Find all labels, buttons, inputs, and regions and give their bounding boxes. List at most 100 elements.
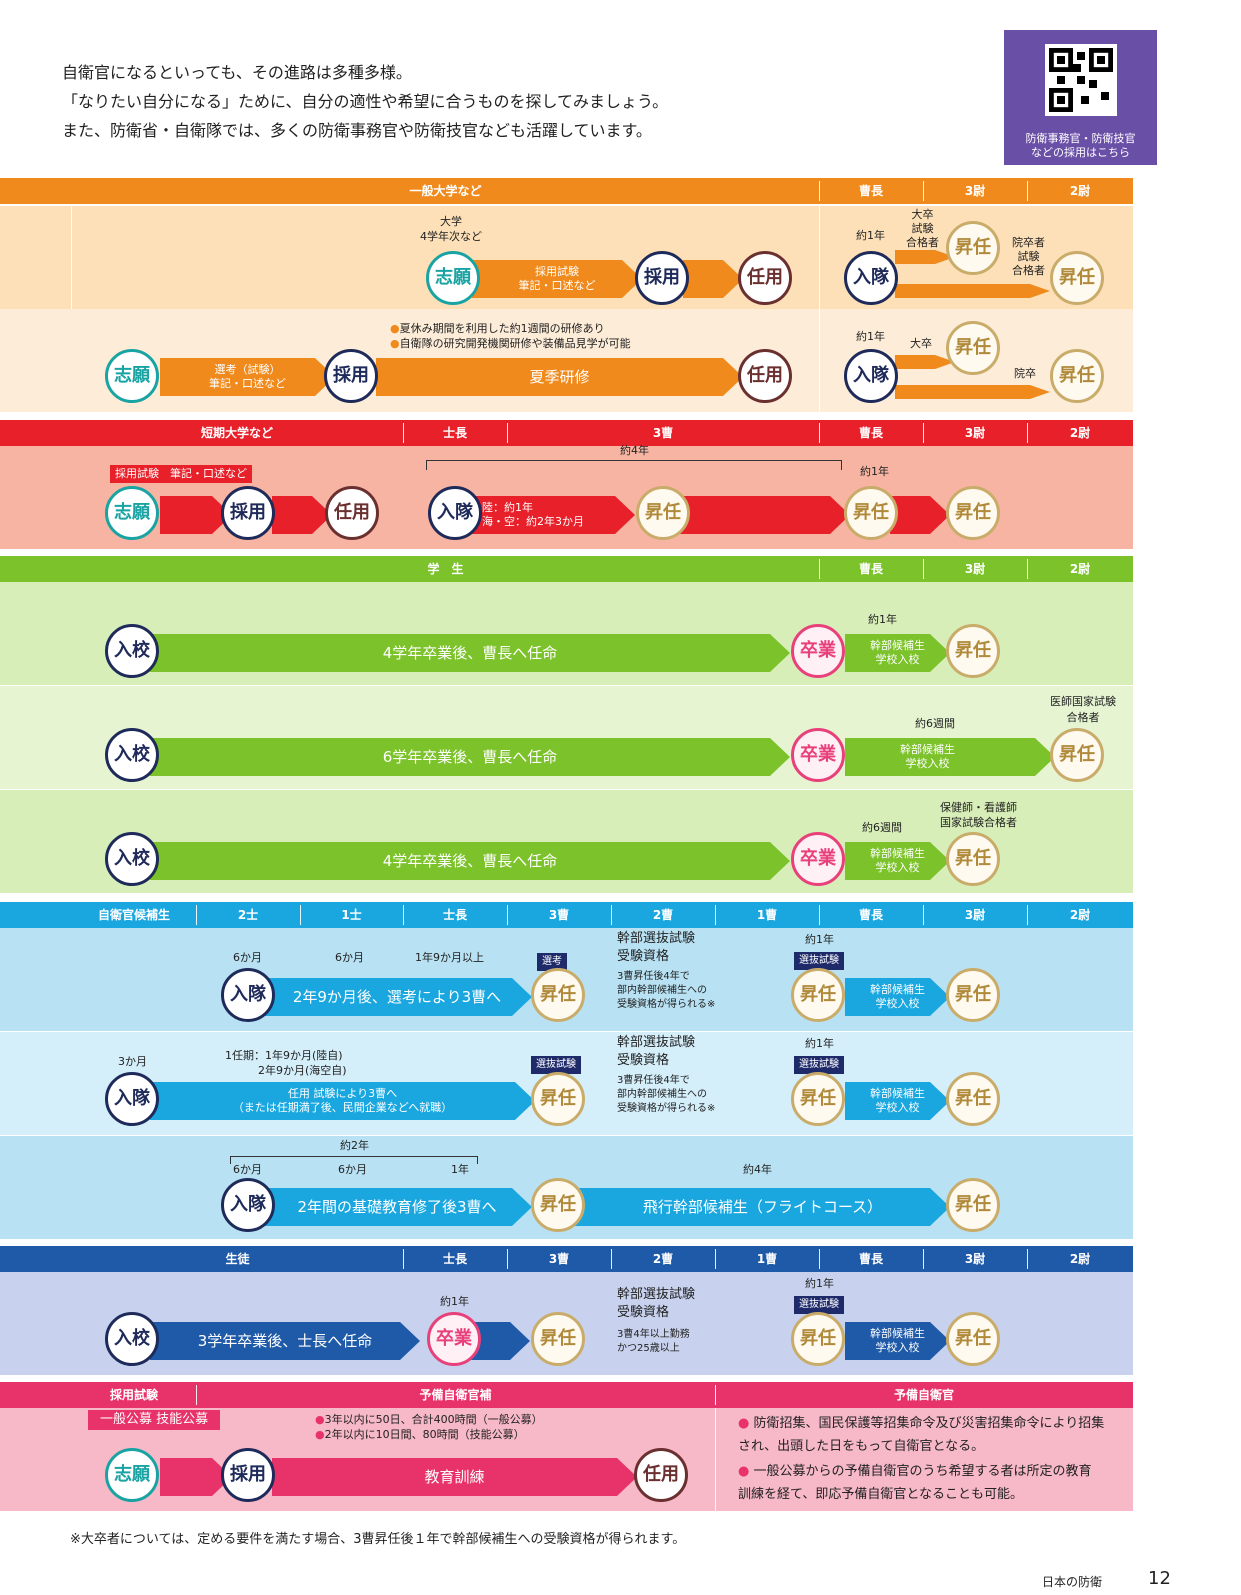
nyuko-circle: 入校 [105, 728, 159, 782]
col-socho: 曹長 [858, 184, 883, 198]
section1-header: 一般大学など 曹長 3尉 2尉 [0, 178, 1133, 204]
col-2shi: 2士 [237, 908, 259, 922]
wk-label: 約6週間 [915, 717, 955, 730]
shonin-circle: 昇任 [946, 221, 1000, 275]
shigan-circle: 志願 [105, 1448, 159, 1502]
note-2: ● 一般公募からの予備自衛官のうち希望する者は所定の教育 訓練を経て、即応予備自… [738, 1464, 1092, 1502]
s4-row1: 6か月 6か月 1年9か月以上 2年9か月後、選考により3曹へ 入隊 選考 昇任… [0, 928, 1133, 1031]
bullet-2: ●自衛隊の研究開発機関研修や装備品見学が可能 [390, 337, 631, 350]
main-arrow: 6学年卒業後、曹長へ任命 [150, 738, 790, 776]
shonin-circle: 昇任 [946, 1178, 1000, 1232]
main-arrow: 3学年卒業後、士長へ任命 [150, 1322, 420, 1360]
shonin-circle: 昇任 [946, 968, 1000, 1022]
s4-row2: 3か月 1任期：1年9か月(陸自) 2年9か月(海空自) 任用 試験により3曹へ… [0, 1032, 1133, 1135]
exam-arrow: 採用試験 筆記・口述など [472, 260, 642, 298]
senko-tag: 選考 [537, 953, 567, 971]
s6-row: 一般公募 技能公募 教育訓練 志願 採用 任用 ●3年以内に50日、合計400時… [0, 1408, 1133, 1511]
kanbu-arrow: 幹部候補生 学校入校 [845, 978, 950, 1016]
intro-text: 自衛官になるといっても、その進路は多種多様。 「なりたい自分になる」ために、自分… [62, 58, 668, 145]
col-seito: 生徒 [225, 1252, 250, 1266]
rikukai-arrow: 陸：約1年 海・空：約2年3か月 [470, 496, 635, 534]
main-arrow: 4学年卒業後、曹長へ任命 [150, 842, 790, 880]
exam-tag: 採用試験 筆記・口述など [110, 465, 252, 483]
m6b: 6か月 [338, 1163, 367, 1176]
arrow-insotsu [895, 284, 1050, 298]
kanbu-desc: 3曹昇任後4年で 部内幹部候補生への 受験資格が得られる※ [617, 971, 716, 1010]
col-1shi: 1士 [341, 908, 362, 922]
section6-header: 採用試験 予備自衛官補 予備自衛官 [0, 1382, 1133, 1408]
page-number: 12 [1148, 1568, 1171, 1589]
shonin-circle: 昇任 [1050, 251, 1104, 305]
nyutai-circle: 入隊 [105, 1072, 159, 1126]
kanbu-arrow: 幹部候補生 学校入校 [845, 738, 1055, 776]
main-arrow: 2年間の基礎教育修了後3曹へ [262, 1188, 532, 1226]
shonin-circle: 昇任 [1050, 349, 1104, 403]
b1: ●3年以内に50日、合計400時間（一般公募） [315, 1413, 543, 1426]
arrow-daisotsu [895, 355, 955, 369]
col-shicho: 士長 [442, 908, 467, 922]
s1-row2: ●夏休み期間を利用した約1週間の研修あり ●自衛隊の研究開発機関研修や装備品見学… [0, 309, 1133, 412]
kanbu-desc: 3曹4年以上勤務 かつ25歳以上 [617, 1329, 690, 1354]
shonin-circle: 昇任 [531, 1072, 585, 1126]
shigan-circle: 志願 [105, 349, 159, 403]
m3: 3か月 [118, 1055, 147, 1068]
yr4: 約4年 [743, 1163, 772, 1176]
shonin-circle: 昇任 [946, 486, 1000, 540]
section2-header: 短期大学など 士長 3曹 曹長 3尉 2尉 [0, 420, 1133, 446]
col-yobiho: 予備自衛官補 [419, 1388, 492, 1402]
ninyo-circle: 任用 [738, 251, 792, 305]
arrow [272, 496, 332, 534]
sotsugyo-circle: 卒業 [427, 1312, 481, 1366]
section3-title: 学 生 [427, 562, 464, 576]
footnote: ※大卒者については、定める要件を満たす場合、3曹昇任後１年で幹部候補生への受験資… [70, 1532, 686, 1547]
nyutai-circle: 入隊 [221, 1178, 275, 1232]
boshu-tag: 一般公募 技能公募 [88, 1410, 221, 1430]
main-arrow: 2年9か月後、選考により3曹へ [262, 978, 532, 1016]
qr-caption-2: などの採用はこちら [1031, 146, 1130, 159]
qr-box[interactable]: 防衛事務官・防衛技官 などの採用はこちら [1004, 30, 1157, 165]
col-3i: 3尉 [964, 1252, 986, 1266]
col-kohosei: 自衛官候補生 [97, 908, 170, 922]
univ-label: 大学 4学年次など [420, 215, 482, 243]
col-3so: 3曹 [548, 1252, 570, 1266]
shonin-circle: 昇任 [791, 1072, 845, 1126]
col-2so: 2曹 [652, 908, 674, 922]
footer-brand: 日本の防衛 [1042, 1575, 1103, 1589]
s3-row1: 4学年卒業後、曹長へ任命 幹部候補生 学校入校 入校 卒業 約1年 昇任 [0, 582, 1133, 685]
shonin-circle: 昇任 [791, 1312, 845, 1366]
col-shicho: 士長 [442, 1252, 467, 1266]
yr1-label: 約1年 [860, 465, 889, 478]
shonin-circle: 昇任 [531, 1178, 585, 1232]
col-socho: 曹長 [858, 1252, 883, 1266]
nyuko-circle: 入校 [105, 832, 159, 886]
nyuko-circle: 入校 [105, 1312, 159, 1366]
shonin-circle: 昇任 [531, 1312, 585, 1366]
col-socho: 曹長 [858, 562, 883, 576]
yr4-label: 約4年 [620, 444, 649, 457]
yr1: 約1年 [440, 1295, 469, 1308]
kanbu-arrow: 幹部候補生 学校入校 [845, 842, 950, 880]
arrow-daisotsu [895, 250, 955, 264]
kanbu-arrow: 幹部候補生 学校入校 [845, 1322, 950, 1360]
col-2i: 2尉 [1069, 562, 1091, 576]
shonin-circle: 昇任 [531, 968, 585, 1022]
section3-header: 学 生 曹長 3尉 2尉 [0, 556, 1133, 582]
sotsugyo-circle: 卒業 [791, 728, 845, 782]
shonin-circle: 昇任 [946, 832, 1000, 886]
note-1: ● 防衛招集、国民保護等招集命令及び災害招集命令により招集 され、出頭した日をも… [738, 1416, 1105, 1454]
nyutai-circle: 入隊 [428, 486, 482, 540]
shigan-circle: 志願 [426, 251, 480, 305]
intro-line-1: 自衛官になるといっても、その進路は多種多様。 [62, 63, 412, 82]
ninyo-circle: 任用 [634, 1448, 688, 1502]
daisotsu-label: 大卒 [910, 337, 932, 350]
yr-label: 約1年 [805, 1277, 834, 1290]
kanbu-title: 幹部選抜試験 受験資格 [617, 1287, 696, 1320]
col-socho: 曹長 [858, 426, 883, 440]
kanbu-title: 幹部選抜試験 受験資格 [617, 1035, 696, 1068]
senbatsu-tag: 選抜試験 [794, 1056, 844, 1074]
ninyo-circle: 任用 [325, 486, 379, 540]
col-2i: 2尉 [1069, 1252, 1091, 1266]
qr-caption-1: 防衛事務官・防衛技官 [1025, 132, 1136, 145]
yr-label: 約1年 [805, 1037, 834, 1050]
intro-line-3: また、防衛省・自衛隊では、多くの防衛事務官や防衛技官なども活躍しています。 [62, 121, 652, 140]
